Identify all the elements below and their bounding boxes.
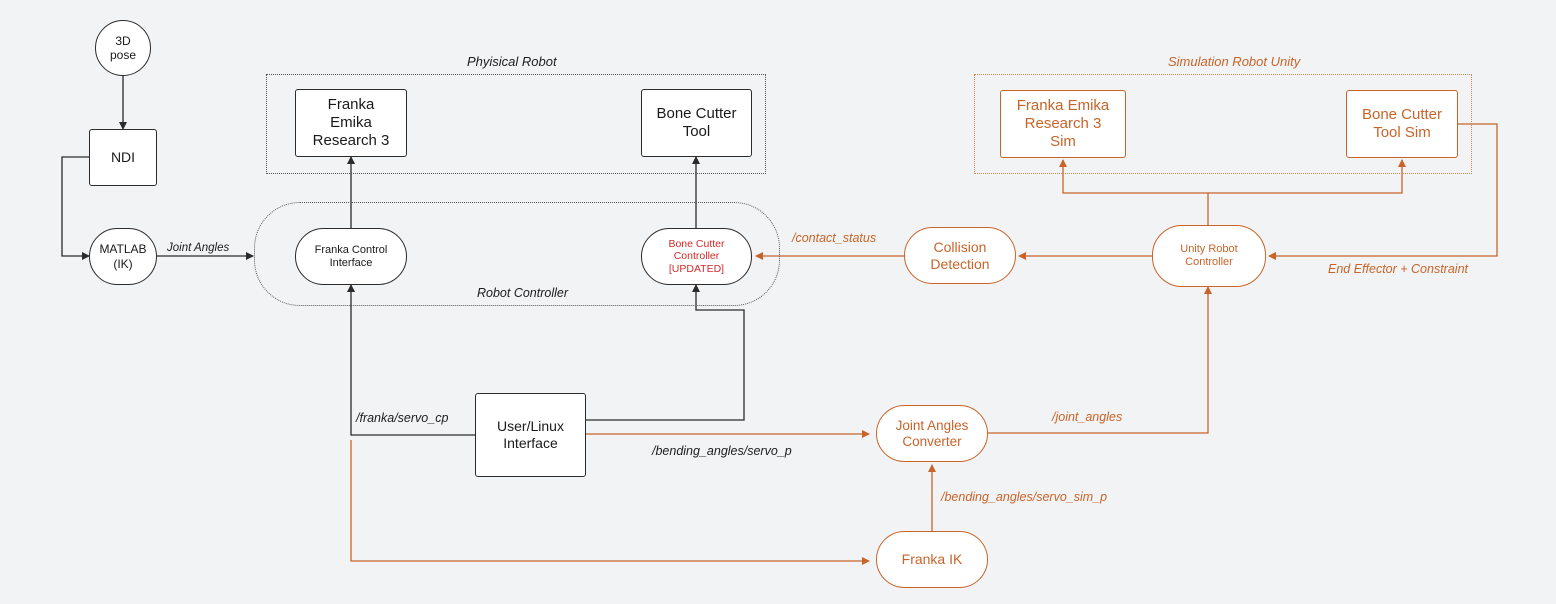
joint-angles-topic-label: /joint_angles: [1052, 410, 1123, 424]
edge-ui-to-bone-controller: [586, 284, 745, 421]
franka-ik-node: Franka IK: [876, 531, 988, 588]
bending-servo-p-label: /bending_angles/servo_p: [652, 444, 792, 458]
edge-servo-to-franka-ik: [350, 440, 870, 565]
edge-bone-sim-to-unity: [1268, 123, 1498, 260]
franka-sim-node: Franka Emika Research 3 Sim: [1000, 90, 1126, 158]
edge-converter-to-unity: [988, 286, 1212, 434]
end-effector-label: End Effector + Constraint: [1328, 262, 1469, 276]
edge-unity-to-bone-sim: [1208, 159, 1406, 194]
simulation-robot-group: [974, 74, 1472, 174]
edge-ui-to-franka-control: [347, 284, 475, 436]
ndi-node: NDI: [89, 129, 157, 186]
edge-ndi-to-matlab: [61, 156, 90, 260]
physical-robot-group: [266, 74, 766, 174]
user-linux-interface-node: User/Linux Interface: [475, 393, 586, 477]
3d-pose-node: 3D pose: [95, 20, 151, 76]
bone-cutter-controller-node: Bone Cutter Controller [UPDATED]: [641, 228, 752, 285]
joint-angles-label: Joint Angles: [167, 242, 230, 254]
franka-control-interface-node: Franka Control Interface: [295, 228, 407, 285]
bending-servo-sim-p-label: /bending_angles/servo_sim_p: [941, 490, 1108, 504]
physical-robot-title: Phyisical Robot: [467, 54, 557, 69]
joint-angles-converter-node: Joint Angles Converter: [876, 405, 988, 462]
franka-robot-node: Franka Emika Research 3: [295, 89, 407, 157]
robot-controller-title: Robot Controller: [477, 286, 569, 300]
contact-status-label: /contact_status: [792, 231, 877, 245]
bone-cutter-tool-node: Bone Cutter Tool: [641, 89, 752, 157]
matlab-ik-node: MATLAB (IK): [89, 228, 157, 285]
robot-controller-group: [254, 202, 780, 306]
servo-cp-label: /franka/servo_cp: [356, 411, 449, 425]
simulation-robot-title: Simulation Robot Unity: [1168, 54, 1301, 69]
collision-detection-node: Collision Detection: [904, 227, 1016, 284]
unity-robot-controller-node: Unity Robot Controller: [1152, 225, 1266, 287]
bone-cutter-sim-node: Bone Cutter Tool Sim: [1346, 90, 1458, 158]
edge-unity-to-franka-sim: [1059, 159, 1209, 225]
